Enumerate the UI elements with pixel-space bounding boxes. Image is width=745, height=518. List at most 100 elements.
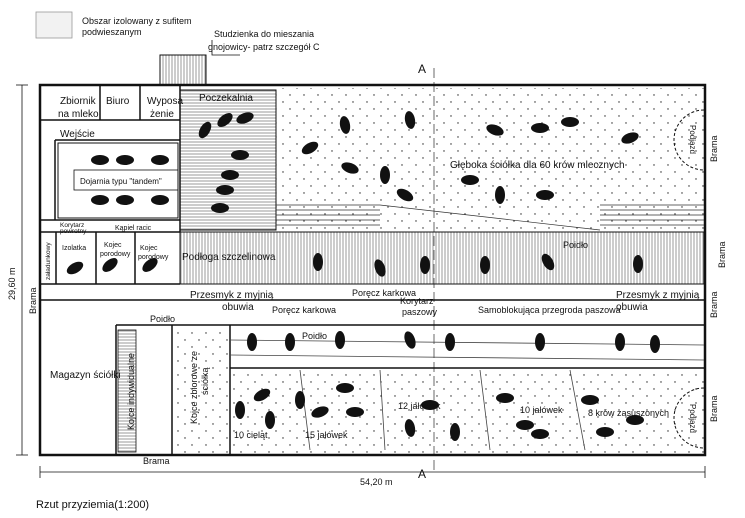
animal-silhouette: [66, 261, 84, 275]
deep-litter-area: [276, 88, 704, 230]
label-magazyn: Magazyn ściółki: [50, 370, 121, 381]
animal-silhouette: [335, 331, 345, 349]
animal-silhouette: [581, 395, 599, 405]
lower-rooms: [40, 299, 704, 455]
animal-silhouette: [221, 170, 239, 180]
animal-silhouette: [615, 333, 625, 351]
label-przesmyk-right-line2: obuwia: [616, 302, 648, 313]
animal-silhouette: [450, 423, 460, 441]
label-podjazd2: Podjazd: [688, 404, 697, 433]
animal-silhouette: [102, 258, 118, 272]
room-biuro: Biuro: [106, 96, 130, 107]
ramp-bottom: [673, 387, 705, 449]
animal-silhouette: [151, 155, 169, 165]
animal-silhouette: [535, 333, 545, 351]
legend-label-line2: podwieszanym: [82, 27, 142, 37]
label-jalowek12: 12 jałówek: [398, 401, 441, 411]
studzienka-box: [159, 54, 207, 86]
studzienka-label-line1: Studzienka do mieszania: [214, 29, 314, 39]
young-stock-area: [232, 370, 704, 454]
label-poidlo-left: Poidło: [150, 314, 175, 324]
room-wyposazenie-line2: żenie: [150, 109, 174, 120]
label-podjazd1: Podjazd: [688, 125, 697, 154]
label-kojce-zbiorowe-line1: Kojce zbiorowe ze: [189, 351, 199, 424]
label-jalowek15: 15 jałówek: [305, 430, 348, 440]
label-brama-left: Brama: [28, 287, 38, 314]
animal-silhouette: [541, 253, 555, 271]
room-wejscie: Wejście: [60, 129, 95, 140]
label-poidlo-top: Poidło: [563, 240, 588, 250]
animal-silhouette: [198, 121, 212, 139]
room-kojec2-line1: Kojec: [140, 245, 158, 252]
group-pens: [174, 327, 228, 453]
legend-swatch: [35, 11, 73, 39]
animal-silhouette: [339, 116, 351, 134]
room-poczekalnia: Poczekalnia: [199, 93, 253, 104]
section-mark-bottom: A: [418, 467, 426, 481]
label-brama-bottom: Brama: [143, 456, 170, 466]
animal-silhouette: [421, 400, 439, 410]
animal-silhouette: [596, 427, 614, 437]
animal-silhouette: [633, 255, 643, 273]
label-samoblokujaca: Samoblokująca przegroda paszowa: [478, 305, 621, 315]
animal-silhouette: [313, 253, 323, 271]
room-korytarz-powrotny-line2: powrotny: [60, 228, 87, 235]
section-mark-top: A: [418, 62, 426, 76]
label-przesmyk-right-line1: Przesmyk z myjnią: [616, 290, 700, 301]
animal-silhouette: [496, 393, 514, 403]
animal-silhouette: [561, 117, 579, 127]
building-outline: [38, 83, 707, 457]
dim-width: 54,20 m: [360, 477, 393, 487]
room-kojec1-line1: Kojec: [104, 242, 122, 249]
animal-silhouettes: [66, 111, 660, 441]
label-gleboka-sciolka: Głęboka ściółka dla 60 krów mlecznych: [450, 160, 625, 171]
animal-silhouette: [295, 391, 305, 409]
drawing-title: Rzut przyziemia(1:200): [36, 499, 149, 511]
feed-rails: [229, 339, 705, 361]
animal-silhouette: [420, 256, 430, 274]
room-zaladunkowy: załadunkowy: [45, 242, 52, 280]
legend-label-line1: Obszar izolowany z sufitem: [82, 16, 192, 26]
animal-silhouette: [311, 406, 329, 418]
room-izolatka: Izolatka: [62, 245, 86, 252]
animal-silhouette: [531, 123, 549, 133]
animal-silhouette: [486, 124, 504, 136]
room-wyposazenie-line1: Wyposa: [147, 96, 183, 107]
label-brama-right1: Brama: [709, 135, 719, 162]
animal-silhouette: [231, 150, 249, 160]
animal-silhouette: [380, 166, 390, 184]
animal-silhouette: [151, 195, 169, 205]
room-zbiornik-line2: na mleko: [58, 109, 99, 120]
room-kojec1-line2: porodowy: [100, 251, 131, 258]
animal-silhouette: [247, 333, 257, 351]
animal-silhouette: [216, 185, 234, 195]
label-przesmyk-left-line1: Przesmyk z myjnią: [190, 290, 274, 301]
label-korytarz-paszowy-line1: Korytarz: [400, 296, 434, 306]
label-cieleta: 10 cieląt: [234, 430, 268, 440]
animal-silhouette: [91, 195, 109, 205]
animal-silhouette: [480, 256, 490, 274]
animal-silhouette: [404, 111, 416, 129]
label-kojce-zbiorowe-line2: ściółką: [200, 367, 210, 395]
animal-silhouette: [516, 420, 534, 430]
litter-steps: [276, 204, 704, 231]
animal-silhouette: [531, 429, 549, 439]
label-krow8: 8 krów zasuszonych: [588, 408, 669, 418]
studzienka-label-line2: gnojowicy- patrz szczegół C: [208, 42, 320, 52]
label-brama-right2: Brama: [717, 241, 727, 268]
animal-silhouette: [404, 331, 416, 349]
animal-silhouette: [396, 188, 414, 202]
animal-silhouette: [445, 333, 455, 351]
label-kojce-indywidualne: Kojce indywidualne: [126, 353, 136, 430]
room-kojec2-line2: porodowy: [138, 254, 169, 261]
label-porecz-top: Poręcz karkowa: [352, 288, 416, 298]
label-poidlo-bottom: Poidło: [302, 331, 327, 341]
animal-silhouette: [650, 335, 660, 353]
slatted-floor: [179, 231, 705, 285]
ramp-top: [673, 109, 705, 171]
animal-silhouette: [217, 113, 233, 127]
room-kapiel-racic: Kąpiel racic: [115, 225, 152, 232]
animal-silhouette: [374, 259, 386, 277]
animal-silhouette: [236, 112, 254, 124]
label-brama-right3: Brama: [709, 291, 719, 318]
